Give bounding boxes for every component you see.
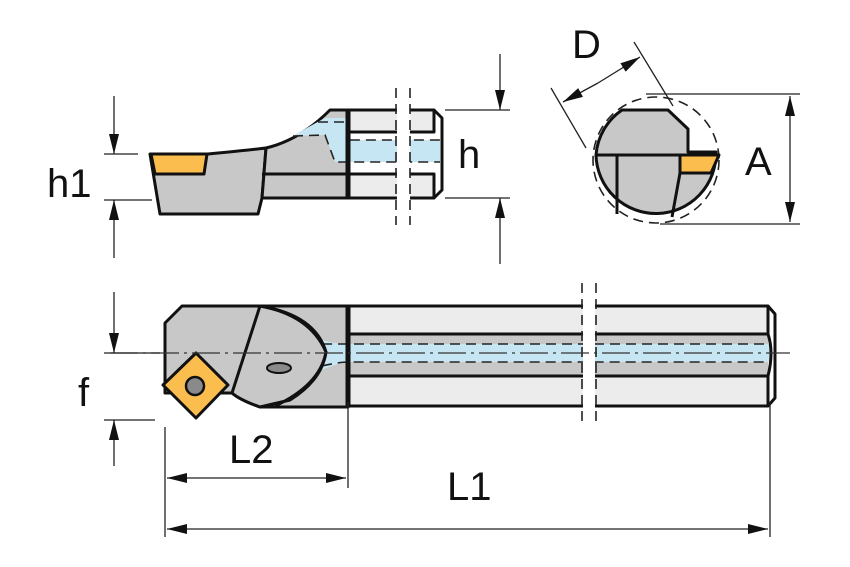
dimension-f: f — [78, 292, 160, 466]
dimension-h: h — [445, 54, 510, 264]
insert-screw — [184, 375, 206, 397]
shank-lower — [346, 172, 436, 200]
label-L2: L2 — [229, 428, 274, 472]
label-D: D — [572, 23, 601, 67]
insert-end — [678, 153, 721, 175]
shank-top-lower — [346, 374, 770, 408]
coolant-channel-top — [322, 340, 770, 370]
label-A: A — [745, 140, 772, 184]
shank-top-upper — [346, 304, 770, 336]
side-view — [148, 88, 444, 225]
label-L1: L1 — [447, 465, 492, 509]
end-view — [592, 96, 721, 224]
label-f: f — [78, 371, 90, 415]
clamp-slot — [266, 362, 292, 374]
dimension-h1: h1 — [47, 96, 152, 258]
dimension-A: A — [646, 93, 800, 225]
insert-side — [149, 152, 209, 176]
dimension-L1: L1 — [167, 402, 771, 537]
label-h: h — [458, 133, 480, 177]
shank-upper — [346, 108, 436, 134]
dimension-L2: L2 — [164, 402, 349, 537]
dimension-D: D — [550, 23, 674, 149]
label-h1: h1 — [47, 162, 92, 206]
top-view — [110, 283, 790, 423]
